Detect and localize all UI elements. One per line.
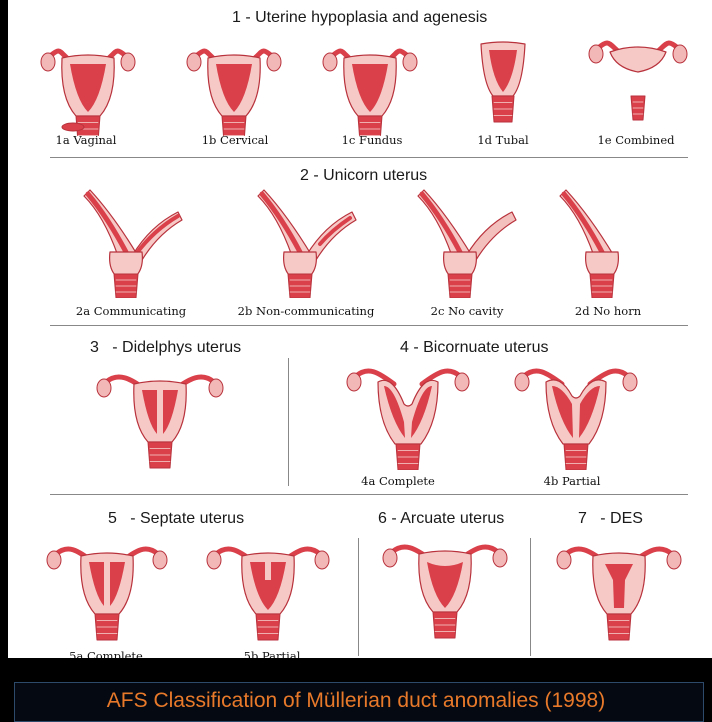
uterus-2d [556,186,656,303]
uterus-2a [70,186,190,303]
divider-5-6 [358,538,359,656]
section-1-title: 1 - Uterine hypoplasia and agenesis [232,9,487,27]
divider-1 [50,157,688,158]
label-2b: 2b Non-communicating [238,304,375,318]
divider-3 [50,494,688,495]
uterus-1d [472,38,534,135]
section-6-title: 6 - Arcuate uterus [378,510,504,528]
section-5-title: 5 - Septate uterus [108,510,244,528]
uterus-4b [514,360,638,475]
label-1d: 1d Tubal [477,133,528,147]
uterus-1e [588,38,688,133]
label-1e: 1e Combined [597,133,674,147]
uterus-5a [46,536,168,653]
divider-6-7 [530,538,531,656]
label-4b: 4b Partial [544,474,601,488]
uterus-6 [382,534,508,653]
divider-3-4 [288,358,289,486]
section-4-title: 4 - Bicornuate uterus [400,339,549,357]
footer-caption: AFS Classification of Müllerian duct ano… [0,689,712,713]
label-2c: 2c No cavity [431,304,504,318]
vaginal-ellipse [58,120,88,138]
uterus-2b [244,186,364,303]
section-3-title: 3 - Didelphys uterus [90,339,241,357]
uterus-1a [40,38,136,141]
uterus-1c [322,38,418,141]
uterus-3 [96,364,224,481]
uterus-2c [404,186,524,303]
uterus-5b [206,536,330,653]
divider-2 [50,325,688,326]
label-4a: 4a Complete [361,474,435,488]
label-2a: 2a Communicating [76,304,186,318]
label-2d: 2d No horn [575,304,641,318]
section-2-title: 2 - Unicorn uterus [300,167,427,185]
uterus-1b [186,38,282,141]
uterus-7 [556,536,682,653]
section-7-title: 7 - DES [578,510,643,528]
uterus-4a [346,360,470,475]
